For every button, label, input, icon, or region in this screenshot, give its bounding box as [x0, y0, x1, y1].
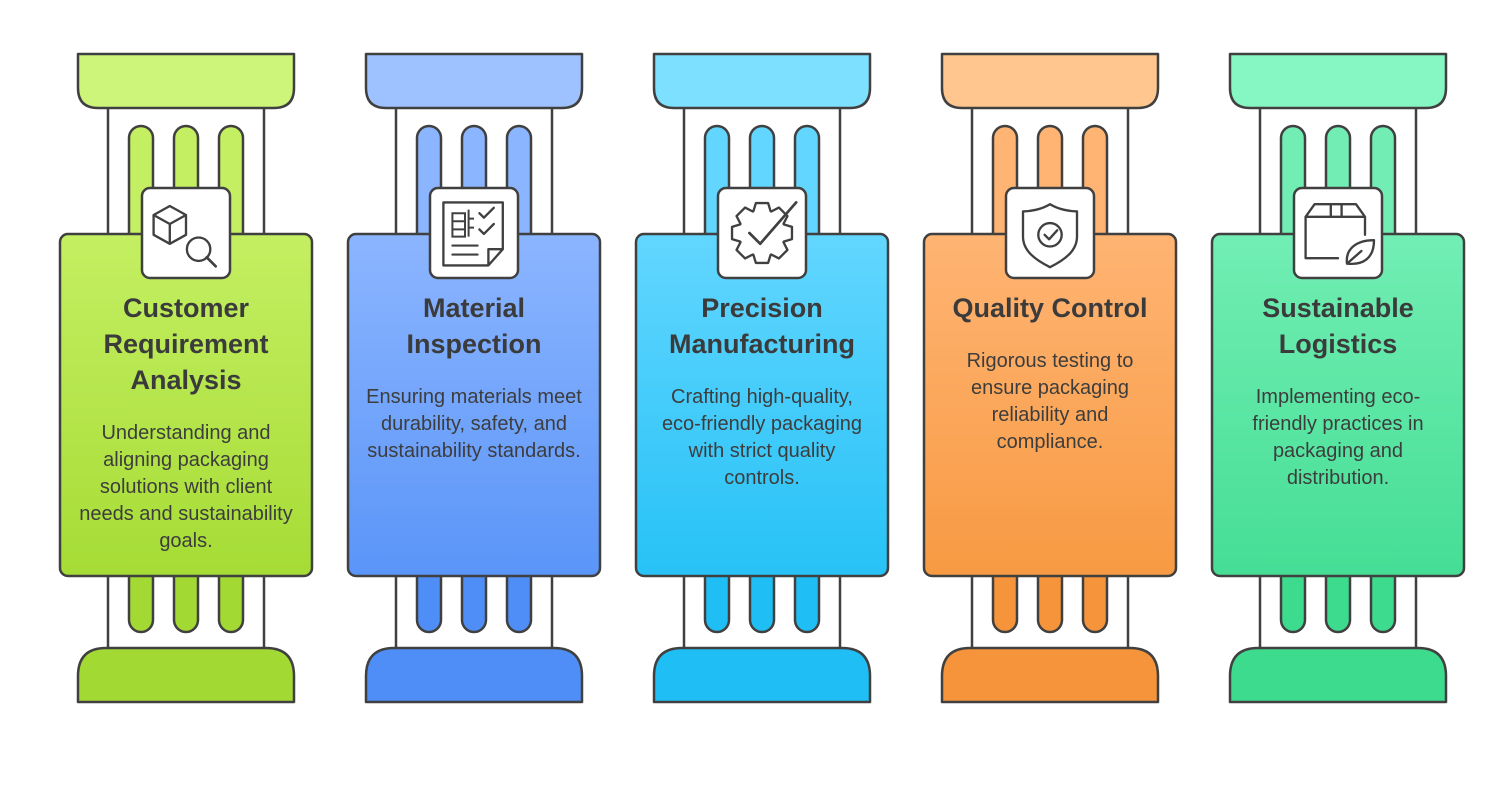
- pillar-graphic: [922, 52, 1178, 704]
- pillar-title: Quality Control: [931, 290, 1169, 326]
- document-checklist-icon: [442, 201, 504, 267]
- pillar-graphic: [58, 52, 314, 704]
- pillar-title-line: Logistics: [1278, 329, 1398, 359]
- pillar-title-line: Manufacturing: [669, 329, 855, 359]
- column-base: [364, 646, 584, 704]
- column-capital: [364, 52, 584, 110]
- gear-check-icon: [730, 201, 798, 265]
- pillar-description: Implementing eco-friendly practices in p…: [1252, 386, 1424, 489]
- pillar-description: Rigorous testing to ensure packaging rel…: [966, 350, 1134, 453]
- column-base: [652, 646, 872, 704]
- icon-badge: [1004, 186, 1096, 280]
- pillar-description: Crafting high-quality, eco-friendly pack…: [661, 386, 863, 489]
- column-capital: [1228, 52, 1448, 110]
- column-capital: [76, 52, 296, 110]
- icon-badge: [1292, 186, 1384, 280]
- pillar-graphic: [346, 52, 602, 704]
- shield-check-icon: [1021, 203, 1079, 269]
- column-base: [1228, 646, 1448, 704]
- pillar-description: Understanding and aligning packaging sol…: [79, 422, 293, 552]
- pillar-title-line: Precision: [701, 293, 823, 323]
- pillar-graphic: [634, 52, 890, 704]
- pillar-title-line: Analysis: [130, 365, 242, 395]
- pillar-title-line: Sustainable: [1262, 293, 1414, 323]
- pillar-title-line: Requirement: [103, 329, 269, 359]
- column-base: [76, 646, 296, 704]
- column-capital: [652, 52, 872, 110]
- pillar-title-line: Material: [422, 293, 526, 323]
- column-capital: [940, 52, 1160, 110]
- pillar-description: Ensuring materials meet durability, safe…: [366, 386, 582, 462]
- box-leaf-icon: [1304, 203, 1376, 266]
- icon-badge: [716, 186, 808, 280]
- box-search-icon: [152, 204, 218, 268]
- pillar-title-line: Customer: [122, 293, 250, 323]
- column-base: [940, 646, 1160, 704]
- pillar-graphic: [1210, 52, 1466, 704]
- pillar-title-line: Inspection: [406, 329, 542, 359]
- pillar-title-line: Quality Control: [952, 293, 1148, 323]
